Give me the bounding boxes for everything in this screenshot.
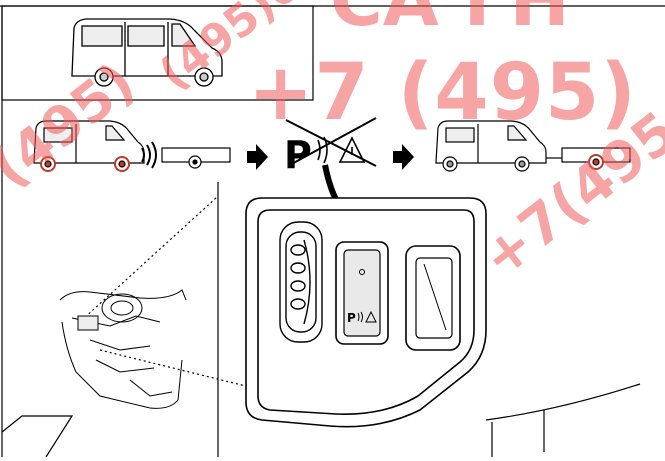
parking-sensor-disabled-icon: P bbox=[284, 117, 377, 177]
van-inset bbox=[71, 18, 223, 87]
leader-lines bbox=[81, 197, 263, 391]
right-arrow-icon bbox=[247, 144, 268, 170]
van-with-trailer-left bbox=[33, 120, 145, 172]
trailer-right bbox=[561, 147, 631, 170]
blank-switch bbox=[405, 245, 461, 351]
cabin-sketch bbox=[59, 289, 187, 409]
trailer-left bbox=[161, 147, 231, 169]
dimmer-thumbwheel bbox=[279, 221, 323, 343]
inset-box bbox=[1, 5, 314, 101]
van-with-trailer-right bbox=[435, 120, 562, 172]
switch-parking-label: P bbox=[347, 311, 356, 325]
frame bbox=[0, 5, 665, 457]
sensor-waves bbox=[141, 141, 157, 169]
dashboard-edge bbox=[1, 182, 641, 458]
right-arrow-icon bbox=[393, 144, 414, 170]
parking-sensor-switch: P bbox=[335, 241, 389, 345]
